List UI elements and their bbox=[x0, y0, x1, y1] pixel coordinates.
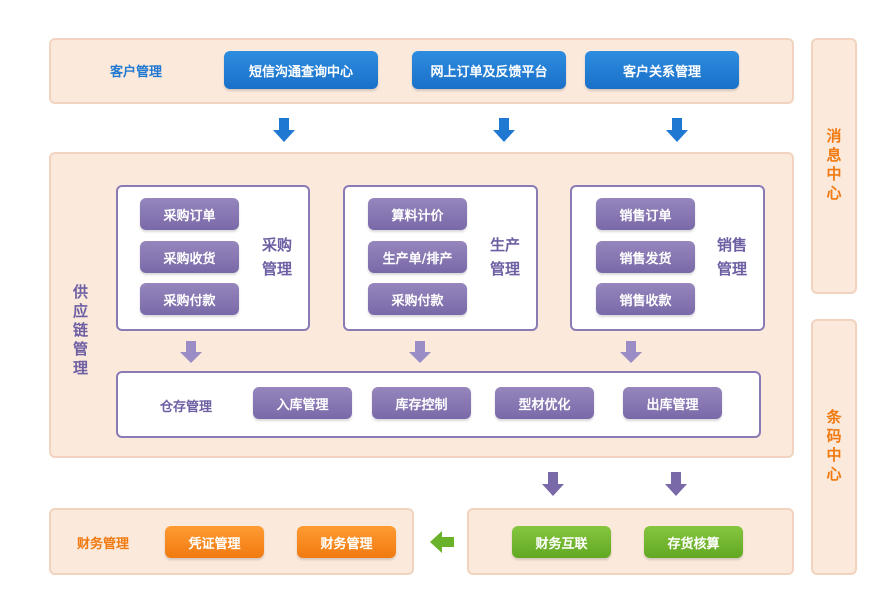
customer-label: 客户管理 bbox=[110, 65, 163, 80]
voucher-button[interactable]: 凭证管理 bbox=[165, 526, 264, 558]
supply-chain-label: 供应链管理 bbox=[71, 284, 89, 379]
production-payment-button[interactable]: 采购付款 bbox=[368, 283, 467, 315]
sales-delivery-button[interactable]: 销售发货 bbox=[596, 241, 695, 273]
sales-receipt-button[interactable]: 销售收款 bbox=[596, 283, 695, 315]
finance-link-button[interactable]: 财务互联 bbox=[512, 526, 611, 558]
online-order-button[interactable]: 网上订单及反馈平台 bbox=[412, 51, 566, 89]
procurement-title-line1: 采购 bbox=[261, 236, 292, 254]
purchase-order-button[interactable]: 采购订单 bbox=[140, 198, 239, 230]
sms-center-button[interactable]: 短信沟通查询中心 bbox=[224, 51, 378, 89]
outbound-button[interactable]: 出库管理 bbox=[623, 387, 722, 419]
purchase-payment-button[interactable]: 采购付款 bbox=[140, 283, 239, 315]
down-arrow-icon bbox=[620, 341, 642, 363]
down-arrow-icon bbox=[666, 118, 688, 142]
production-schedule-button[interactable]: 生产单/排产 bbox=[368, 241, 467, 273]
message-center-label: 消息中心 bbox=[824, 128, 843, 204]
finance-manage-button[interactable]: 财务管理 bbox=[297, 526, 396, 558]
material-pricing-button[interactable]: 算料计价 bbox=[368, 198, 467, 230]
purchase-receipt-button[interactable]: 采购收货 bbox=[140, 241, 239, 273]
production-title-line1: 生产 bbox=[489, 236, 520, 254]
procurement-title-line2: 管理 bbox=[261, 260, 292, 278]
inventory-accounting-button[interactable]: 存货核算 bbox=[644, 526, 743, 558]
down-arrow-icon bbox=[493, 118, 515, 142]
down-arrow-icon bbox=[409, 341, 431, 363]
sales-title-line1: 销售 bbox=[716, 236, 747, 254]
finance-label: 财务管理 bbox=[77, 537, 130, 552]
sales-title-line2: 管理 bbox=[716, 260, 747, 278]
warehouse-label: 仓存管理 bbox=[160, 400, 213, 415]
sales-order-button[interactable]: 销售订单 bbox=[596, 198, 695, 230]
production-title-line2: 管理 bbox=[489, 260, 520, 278]
message-center-panel: 消息中心 bbox=[811, 38, 857, 294]
down-arrow-icon bbox=[180, 341, 202, 363]
down-arrow-icon bbox=[273, 118, 295, 142]
sales-title: 销售 管理 bbox=[710, 233, 754, 281]
procurement-title: 采购 管理 bbox=[255, 233, 299, 281]
barcode-center-label: 条码中心 bbox=[824, 409, 843, 485]
production-title: 生产 管理 bbox=[483, 233, 527, 281]
barcode-center-panel: 条码中心 bbox=[811, 319, 857, 575]
down-arrow-icon bbox=[542, 472, 564, 496]
profile-optimize-button[interactable]: 型材优化 bbox=[495, 387, 594, 419]
down-arrow-icon bbox=[665, 472, 687, 496]
inbound-button[interactable]: 入库管理 bbox=[253, 387, 352, 419]
inventory-control-button[interactable]: 库存控制 bbox=[372, 387, 471, 419]
crm-button[interactable]: 客户关系管理 bbox=[585, 51, 739, 89]
left-arrow-icon bbox=[430, 531, 454, 553]
